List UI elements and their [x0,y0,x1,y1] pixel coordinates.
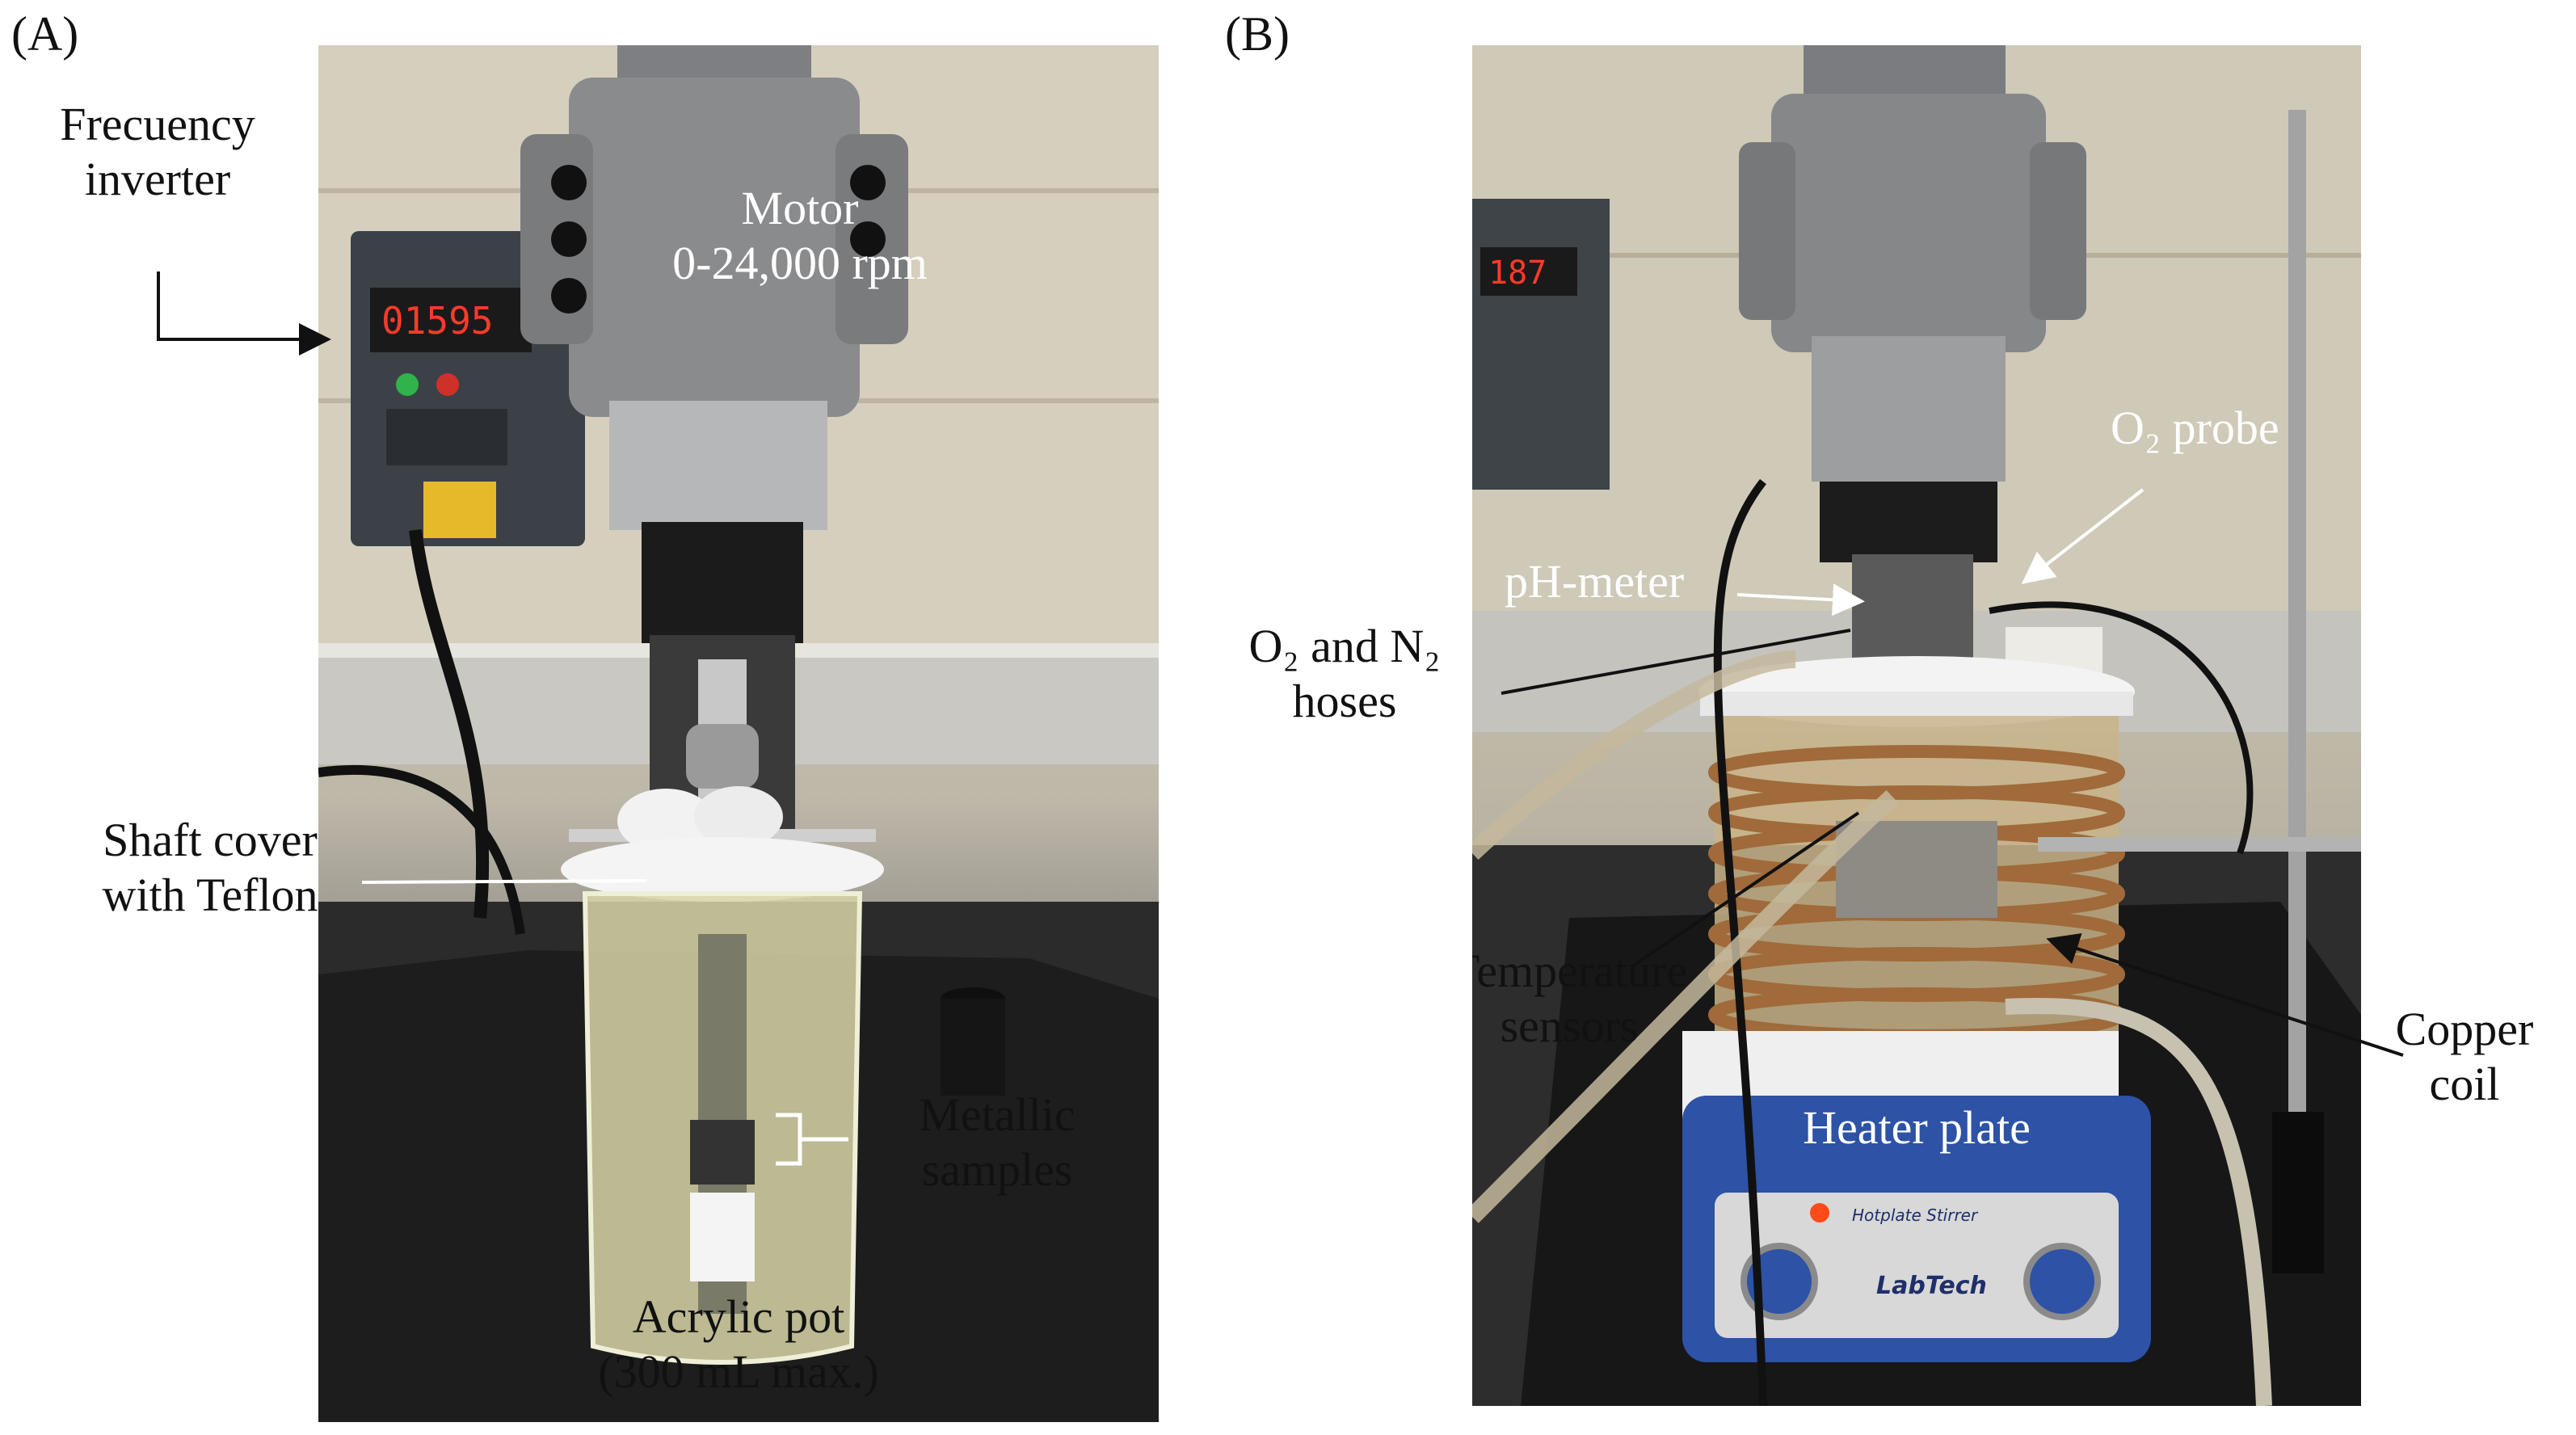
ph-meter-label: pH-meter [1505,555,1685,608]
copper-coil-label: Copper coil [2359,1002,2570,1113]
photo-a-illustration: 01595 [318,45,1159,1422]
panel-b-letter: (B) [1225,7,1290,61]
shaft-cover-leader [361,879,647,884]
copper-coil-arrow [2046,932,2404,1057]
panel-a-letter: (A) [11,7,79,61]
hoses-label-line-1: O₂ and N₂ [1248,620,1441,672]
hoses-label-line-2: hoses [1292,675,1397,728]
metallic-samples-bracket [776,1113,848,1166]
motor-label: Motor 0-24,000 rpm [630,181,970,292]
frequency-inverter-label: Frecuency inverter [24,97,291,208]
photo-b-illustration: 187 Hotplate Stirrer LabTech [1472,45,2361,1406]
photo-panel-b: 187 Hotplate Stirrer LabTech [1472,45,2361,1406]
shaft-cover-label-line-1: Shaft cover [103,814,318,866]
hoses-leader [1501,629,1851,695]
metallic-samples-label-line-2: samples [921,1143,1073,1197]
heater-plate-label: Heater plate [1803,1101,2031,1154]
motor-label-line-2: 0-24,000 rpm [672,237,928,290]
inverter-readout-a: 01595 [381,299,493,343]
copper-coil-label-line-1: Copper [2395,1003,2534,1055]
frequency-inverter-label-line-1: Frecuency [60,98,255,150]
hoses-label: O₂ and N₂ hoses [1191,619,1498,730]
temperature-sensors-label-line-2: sensors [1500,999,1639,1053]
stirrer-brand: LabTech [1876,1272,1987,1300]
acrylic-pot-label-line-1: Acrylic pot [632,1290,845,1343]
copper-coil-label-line-2: coil [2429,1058,2500,1111]
stirrer-text: Hotplate Stirrer [1852,1206,1979,1225]
motor-label-line-1: Motor [741,182,859,234]
shaft-cover-label-line-2: with Teflon [102,869,318,922]
inverter-readout-b: 187 [1488,255,1547,292]
ph-meter-arrow [1736,583,1865,617]
acrylic-pot-label: Acrylic pot (300 mL max.) [553,1290,924,1400]
shaft-cover-label: Shaft cover with Teflon [65,813,356,924]
metallic-samples-label-line-1: Metallic [919,1088,1075,1141]
frequency-inverter-label-line-2: inverter [84,153,231,206]
o2-probe-arrow [2021,488,2145,584]
o2-probe-label: O₂ probe [2111,402,2279,454]
frequency-inverter-arrow [157,271,331,356]
temperature-sensors-leader [1631,811,1860,968]
acrylic-pot-label-line-2: (300 mL max.) [598,1345,879,1399]
metallic-samples-label: Metallic samples [868,1088,1126,1198]
photo-panel-a: 01595 Motor 0-2 [318,45,1159,1422]
